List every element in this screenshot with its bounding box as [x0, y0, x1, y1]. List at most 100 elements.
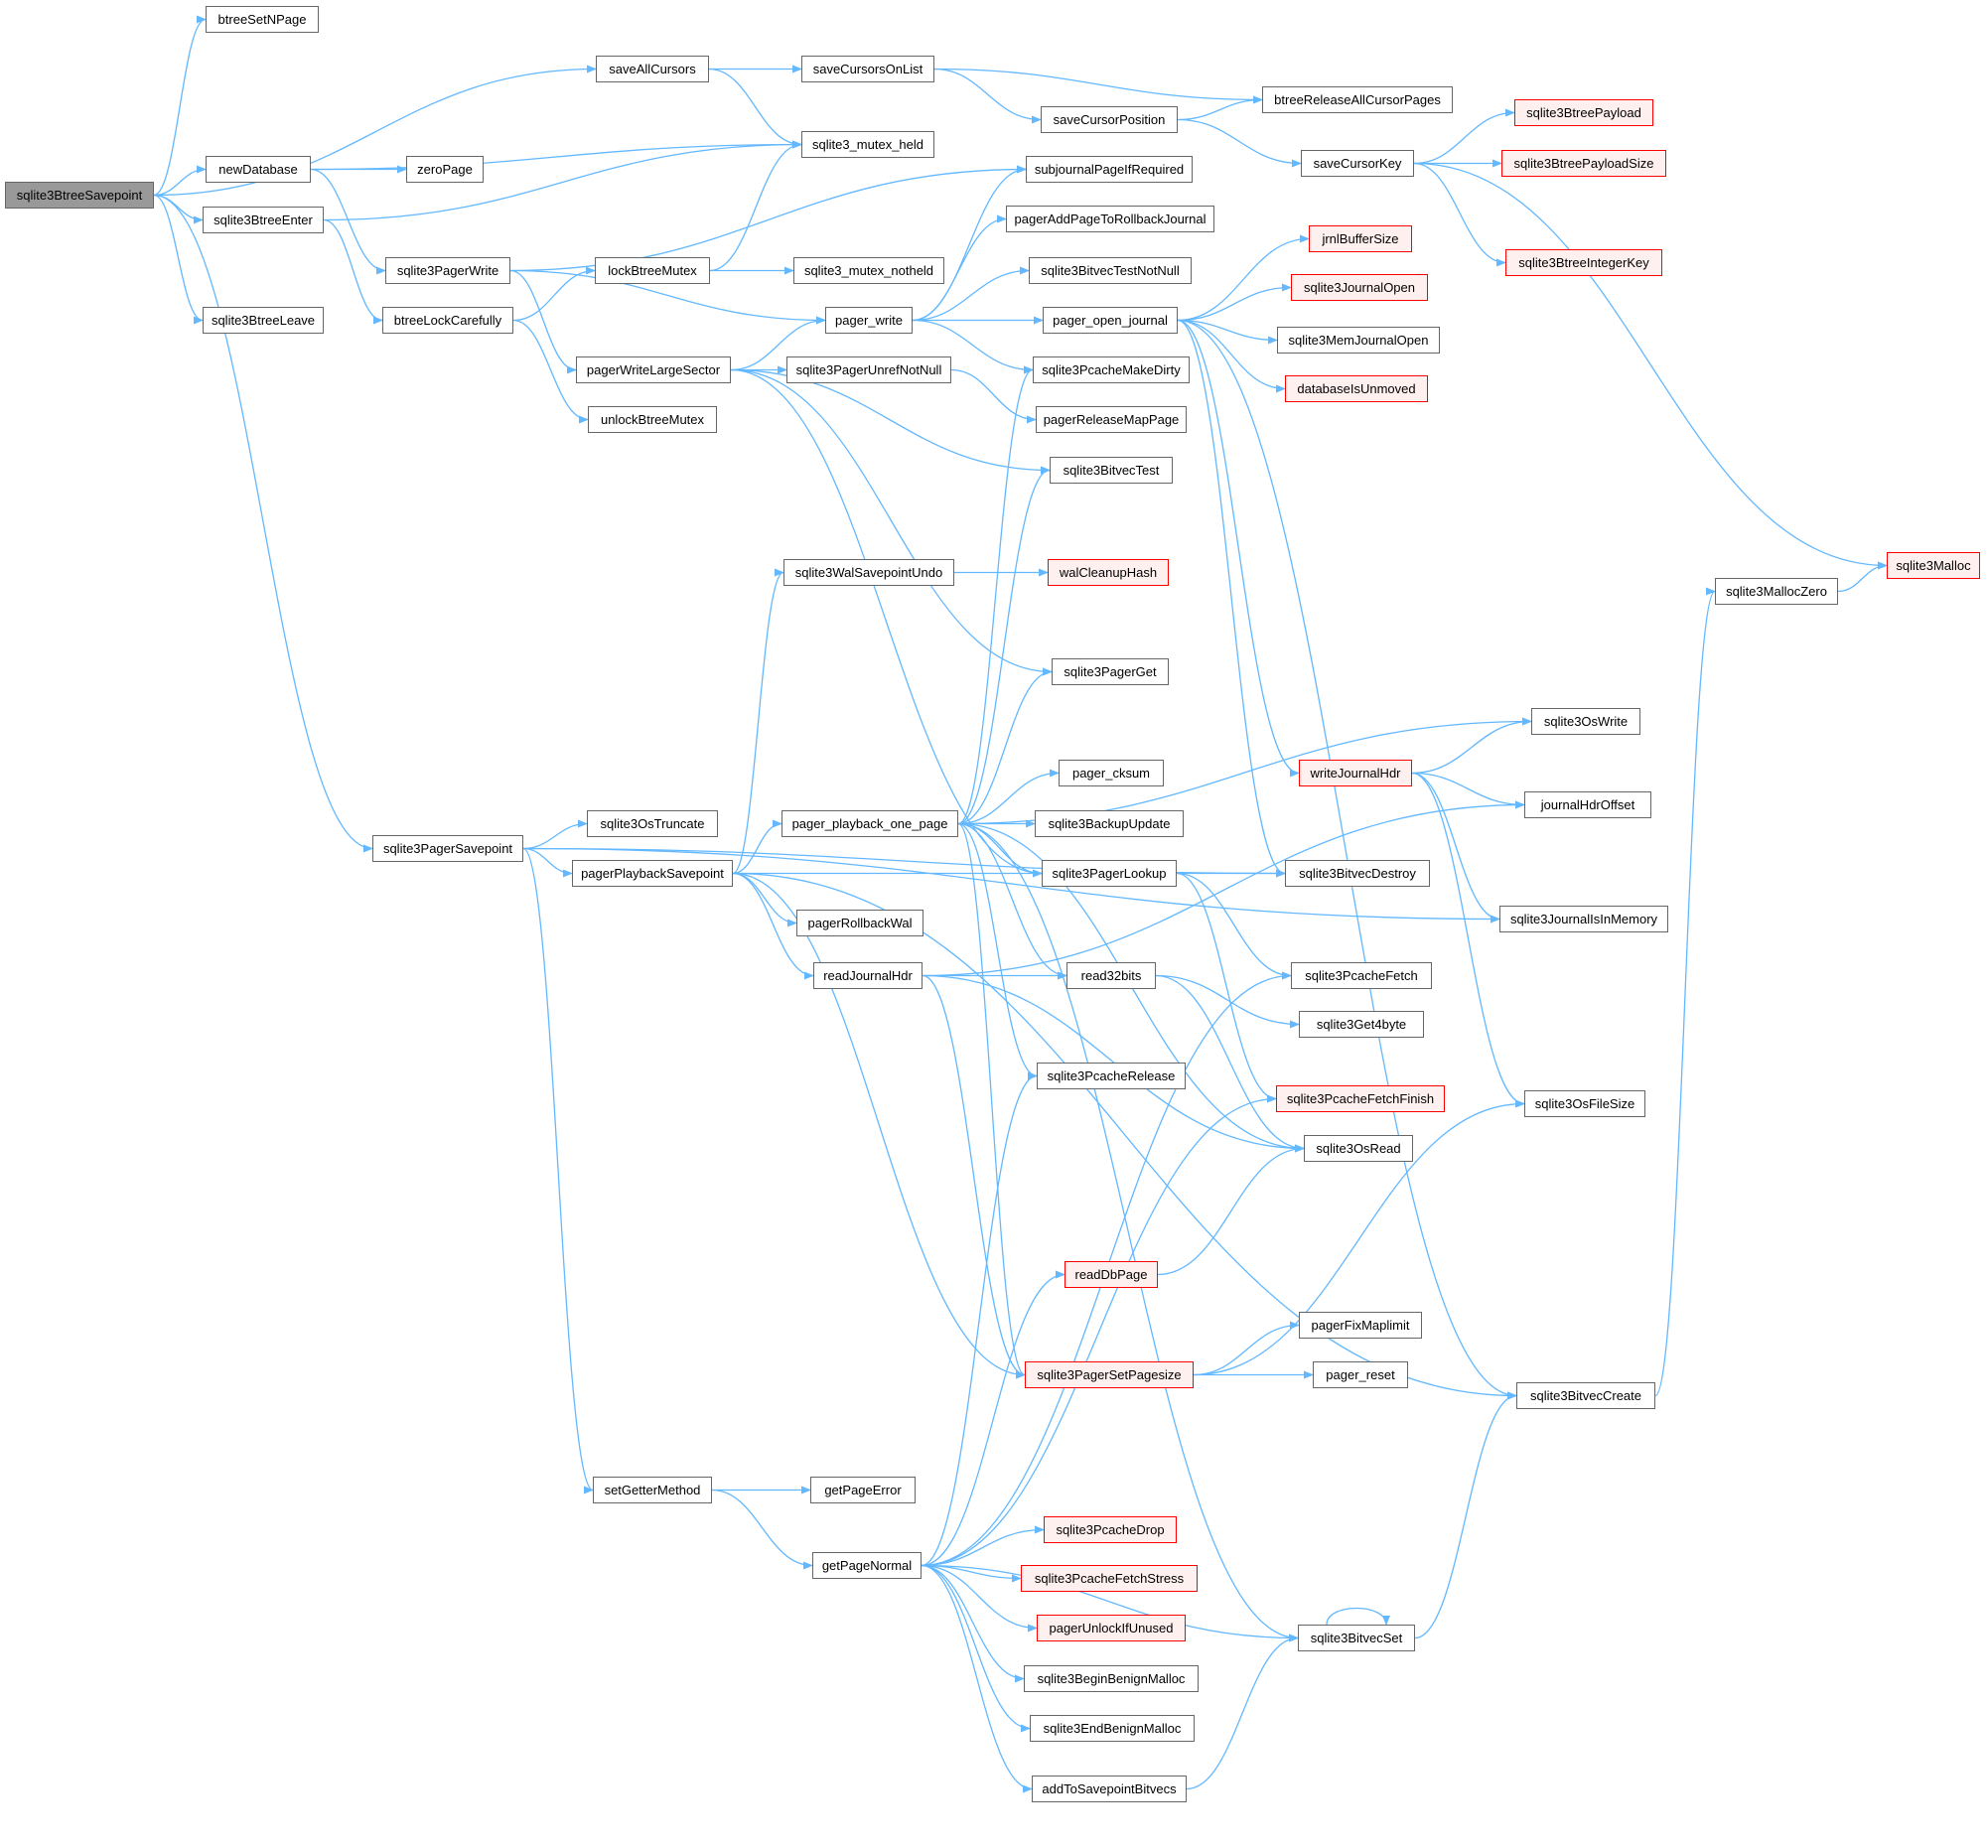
edge-getPageNormal-to-sqlite3PcacheFetchFinish — [921, 1094, 1277, 1567]
node-subjournalPageIfRequired[interactable]: subjournalPageIfRequired — [1026, 156, 1193, 183]
node-sqlite3WalSavepointUndo[interactable]: sqlite3WalSavepointUndo — [783, 559, 954, 586]
node-writeJournalHdr[interactable]: writeJournalHdr — [1299, 760, 1412, 786]
edge-sqlite3BtreeSavepoint-to-saveAllCursors — [153, 65, 597, 197]
node-sqlite3JournalIsInMemory[interactable]: sqlite3JournalIsInMemory — [1499, 906, 1668, 932]
node-sqlite3BitvecDestroy[interactable]: sqlite3BitvecDestroy — [1285, 860, 1430, 887]
node-sqlite3BtreeIntegerKey[interactable]: sqlite3BtreeIntegerKey — [1505, 249, 1662, 276]
node-sqlite3Get4byte[interactable]: sqlite3Get4byte — [1299, 1011, 1424, 1038]
node-sqlite3EndBenignMalloc[interactable]: sqlite3EndBenignMalloc — [1030, 1715, 1195, 1742]
node-sqlite3PagerSetPagesize[interactable]: sqlite3PagerSetPagesize — [1025, 1361, 1194, 1388]
node-sqlite3PagerLookup[interactable]: sqlite3PagerLookup — [1042, 860, 1177, 887]
node-newDatabase[interactable]: newDatabase — [206, 156, 311, 183]
node-pager_playback_one_page[interactable]: pager_playback_one_page — [781, 810, 958, 837]
node-saveCursorKey[interactable]: saveCursorKey — [1301, 150, 1414, 177]
node-sqlite3BtreeLeave[interactable]: sqlite3BtreeLeave — [203, 307, 324, 334]
node-sqlite3PagerWrite[interactable]: sqlite3PagerWrite — [385, 257, 510, 284]
node-sqlite3PcacheDrop[interactable]: sqlite3PcacheDrop — [1044, 1516, 1177, 1543]
edge-getPageNormal-to-sqlite3BitvecSet — [921, 1564, 1299, 1642]
node-journalHdrOffset[interactable]: journalHdrOffset — [1524, 791, 1651, 818]
edge-pager_write-to-sqlite3BitvecTestNotNull — [912, 266, 1030, 322]
edge-sqlite3PagerSavepoint-to-setGetterMethod — [522, 847, 594, 1494]
edge-sqlite3PagerSavepoint-to-sqlite3JournalIsInMemory — [522, 847, 1500, 924]
node-pagerReleaseMapPage[interactable]: pagerReleaseMapPage — [1036, 406, 1187, 433]
node-pager_cksum[interactable]: pager_cksum — [1059, 760, 1164, 786]
node-sqlite3OsTruncate[interactable]: sqlite3OsTruncate — [587, 810, 718, 837]
node-addToSavepointBitvecs[interactable]: addToSavepointBitvecs — [1032, 1776, 1187, 1802]
edge-sqlite3BtreeSavepoint-to-sqlite3PagerSavepoint — [153, 194, 373, 853]
edge-sqlite3PagerLookup-to-sqlite3PcacheFetchFinish — [1176, 872, 1277, 1103]
edge-pager_playback_one_page-to-pager_cksum — [957, 769, 1060, 825]
node-setGetterMethod[interactable]: setGetterMethod — [593, 1477, 712, 1503]
node-readJournalHdr[interactable]: readJournalHdr — [813, 962, 923, 989]
node-pager_reset[interactable]: pager_reset — [1313, 1361, 1408, 1388]
edge-writeJournalHdr-to-journalHdrOffset — [1411, 772, 1525, 809]
node-sqlite3OsFileSize[interactable]: sqlite3OsFileSize — [1524, 1090, 1645, 1117]
node-pagerPlaybackSavepoint[interactable]: pagerPlaybackSavepoint — [572, 860, 733, 887]
node-sqlite3PcacheFetchFinish[interactable]: sqlite3PcacheFetchFinish — [1276, 1085, 1445, 1112]
edge-pagerPlaybackSavepoint-to-readJournalHdr — [732, 872, 814, 980]
node-databaseIsUnmoved[interactable]: databaseIsUnmoved — [1285, 375, 1428, 402]
node-read32bits[interactable]: read32bits — [1066, 962, 1156, 989]
node-saveAllCursors[interactable]: saveAllCursors — [596, 56, 709, 82]
node-saveCursorsOnList[interactable]: saveCursorsOnList — [801, 56, 934, 82]
node-btreeLockCarefully[interactable]: btreeLockCarefully — [382, 307, 513, 334]
node-sqlite3OsWrite[interactable]: sqlite3OsWrite — [1531, 708, 1640, 735]
edge-sqlite3PagerWrite-to-pagerWriteLargeSector — [509, 269, 577, 374]
node-sqlite3MallocZero[interactable]: sqlite3MallocZero — [1715, 578, 1838, 605]
node-getPageNormal[interactable]: getPageNormal — [812, 1552, 922, 1579]
node-sqlite3BtreePayloadSize[interactable]: sqlite3BtreePayloadSize — [1501, 150, 1666, 177]
node-sqlite3PagerGet[interactable]: sqlite3PagerGet — [1052, 658, 1169, 685]
node-sqlite3_mutex_notheld[interactable]: sqlite3_mutex_notheld — [793, 257, 944, 284]
edge-pager_playback_one_page-to-sqlite3PagerSetPagesize — [957, 822, 1026, 1379]
node-sqlite3BitvecSet[interactable]: sqlite3BitvecSet — [1298, 1625, 1415, 1651]
node-getPageError[interactable]: getPageError — [810, 1477, 916, 1503]
node-sqlite3_mutex_held[interactable]: sqlite3_mutex_held — [801, 131, 934, 158]
node-unlockBtreeMutex[interactable]: unlockBtreeMutex — [588, 406, 717, 433]
node-pagerUnlockIfUnused[interactable]: pagerUnlockIfUnused — [1037, 1615, 1186, 1641]
node-lockBtreeMutex[interactable]: lockBtreeMutex — [595, 257, 710, 284]
node-btreeSetNPage[interactable]: btreeSetNPage — [206, 6, 319, 33]
edge-sqlite3PagerSetPagesize-to-sqlite3OsFileSize — [1193, 1099, 1525, 1376]
node-sqlite3BtreePayload[interactable]: sqlite3BtreePayload — [1514, 99, 1653, 126]
edge-sqlite3BtreeSavepoint-to-btreeSetNPage — [153, 15, 207, 197]
node-jrnlBufferSize[interactable]: jrnlBufferSize — [1309, 225, 1412, 252]
node-saveCursorPosition[interactable]: saveCursorPosition — [1041, 106, 1178, 133]
node-pagerWriteLargeSector[interactable]: pagerWriteLargeSector — [576, 356, 731, 383]
node-pager_open_journal[interactable]: pager_open_journal — [1043, 307, 1178, 334]
node-pager_write[interactable]: pager_write — [825, 307, 913, 334]
edge-sqlite3MallocZero-to-sqlite3Malloc — [1837, 561, 1888, 593]
node-pagerFixMaplimit[interactable]: pagerFixMaplimit — [1299, 1312, 1422, 1339]
node-sqlite3BtreeEnter[interactable]: sqlite3BtreeEnter — [203, 207, 324, 233]
node-sqlite3OsRead[interactable]: sqlite3OsRead — [1304, 1135, 1413, 1162]
node-sqlite3JournalOpen[interactable]: sqlite3JournalOpen — [1291, 274, 1428, 301]
edge-pagerWriteLargeSector-to-pager_write — [730, 316, 826, 371]
node-sqlite3BeginBenignMalloc[interactable]: sqlite3BeginBenignMalloc — [1024, 1665, 1199, 1692]
edge-getPageNormal-to-readDbPage — [921, 1270, 1065, 1567]
edge-sqlite3PagerUnrefNotNull-to-pagerReleaseMapPage — [950, 368, 1037, 424]
node-sqlite3BtreeSavepoint[interactable]: sqlite3BtreeSavepoint — [5, 182, 154, 209]
node-walCleanupHash[interactable]: walCleanupHash — [1048, 559, 1169, 586]
edge-writeJournalHdr-to-sqlite3OsWrite — [1411, 717, 1532, 775]
node-sqlite3PcacheMakeDirty[interactable]: sqlite3PcacheMakeDirty — [1033, 356, 1190, 383]
node-sqlite3BitvecCreate[interactable]: sqlite3BitvecCreate — [1516, 1382, 1655, 1409]
node-readDbPage[interactable]: readDbPage — [1065, 1261, 1158, 1288]
node-sqlite3BitvecTestNotNull[interactable]: sqlite3BitvecTestNotNull — [1029, 257, 1192, 284]
node-sqlite3BitvecTest[interactable]: sqlite3BitvecTest — [1050, 457, 1173, 484]
node-sqlite3PcacheFetch[interactable]: sqlite3PcacheFetch — [1291, 962, 1432, 989]
node-sqlite3Malloc[interactable]: sqlite3Malloc — [1887, 552, 1980, 579]
edge-sqlite3BtreeSavepoint-to-newDatabase — [153, 165, 207, 197]
node-sqlite3PcacheRelease[interactable]: sqlite3PcacheRelease — [1037, 1063, 1186, 1089]
edge-readJournalHdr-to-journalHdrOffset — [922, 800, 1525, 977]
edge-pager_playback_one_page-to-read32bits — [957, 822, 1067, 980]
node-sqlite3PagerUnrefNotNull[interactable]: sqlite3PagerUnrefNotNull — [786, 356, 951, 383]
node-btreeReleaseAllCursorPages[interactable]: btreeReleaseAllCursorPages — [1262, 86, 1453, 113]
edge-saveCursorKey-to-sqlite3Malloc — [1413, 162, 1888, 570]
node-pagerRollbackWal[interactable]: pagerRollbackWal — [796, 910, 923, 936]
node-sqlite3MemJournalOpen[interactable]: sqlite3MemJournalOpen — [1277, 327, 1440, 354]
node-sqlite3BackupUpdate[interactable]: sqlite3BackupUpdate — [1035, 810, 1184, 837]
node-pagerAddPageToRollbackJournal[interactable]: pagerAddPageToRollbackJournal — [1006, 206, 1214, 232]
node-zeroPage[interactable]: zeroPage — [406, 156, 484, 183]
edge-pager_playback_one_page-to-sqlite3BitvecTest — [957, 466, 1051, 825]
node-sqlite3PcacheFetchStress[interactable]: sqlite3PcacheFetchStress — [1021, 1565, 1198, 1592]
node-sqlite3PagerSavepoint[interactable]: sqlite3PagerSavepoint — [372, 835, 523, 862]
